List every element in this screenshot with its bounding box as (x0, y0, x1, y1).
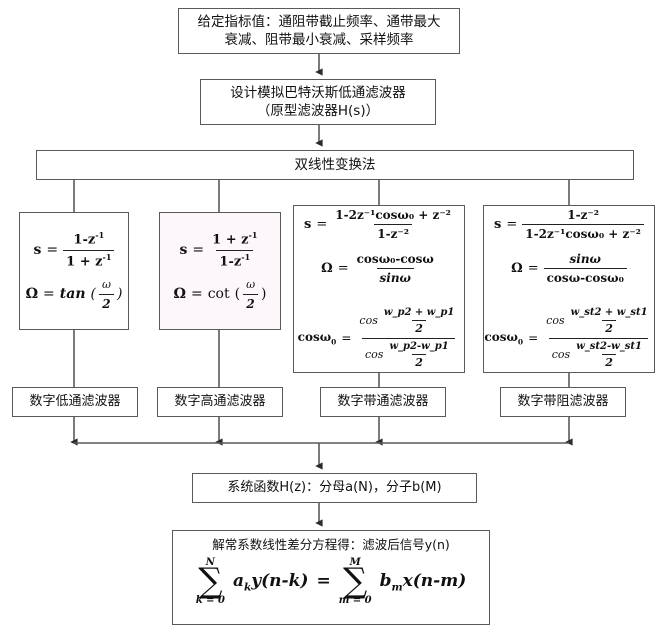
bilinear-label: 双线性变换法 (294, 156, 376, 173)
bs-cos-den-top: w_st2-w_st1 (576, 340, 642, 352)
spec-line-1: 给定指标值：通阻带截止频率、通带最大 (197, 13, 441, 30)
bs-cos-lhs-sub: 0 (517, 337, 524, 347)
lp-omega-num: ω (101, 277, 111, 291)
equals-sign-bp: = (316, 216, 328, 232)
lhs-coef-sub: k (243, 580, 252, 593)
bp-omega-num: cosω₀-cosω (356, 252, 434, 267)
lowpass-transform-box: s = 1-z-1 1 + z-1 Ω = tan( ω 2 ) (19, 212, 129, 330)
equals-sign-bs: = (506, 216, 518, 232)
summation-left: N ∑ k = 0 (195, 556, 225, 606)
lhs-term: aky(n-k) (233, 570, 308, 595)
bs-cos-den-bot: 2 (602, 354, 616, 371)
equals-sign-bp3: = (341, 331, 352, 346)
lp-s-num-exp: -1 (95, 230, 105, 241)
given-specifications-box: 给定指标值：通阻带截止频率、通带最大 衰减、阻带最小衰减、采样频率 (178, 8, 460, 54)
spec-line-2: 衰减、阻带最小衰减、采样频率 (224, 32, 414, 48)
bs-cos-top-fn: cos (546, 313, 565, 327)
rhs-expr: x(n-m) (402, 570, 467, 591)
sigma-glyph-right: ∑ (342, 560, 368, 601)
highpass-transform-box: s = 1 + z-1 1-z-1 Ω = cot( ω 2 ) (159, 212, 281, 330)
symbol-s-bp: s (304, 216, 312, 232)
bp-cos-num-bot: 2 (412, 320, 426, 337)
hp-s-num-exp: -1 (248, 230, 258, 241)
bp-cos-bot-fn: cos (365, 348, 384, 362)
symbol-s-hp: s (179, 242, 188, 259)
symbol-omega-hp: Ω (173, 286, 186, 303)
hp-s-num: 1 + z (212, 232, 249, 248)
difference-equation-formula: N ∑ k = 0 aky(n-k) = M ∑ m = 0 bmx(n-m) (195, 556, 467, 606)
system-function-box: 系统函数H(z)：分母a(N)，分子b(M) (192, 473, 477, 503)
sum-left-upper: N (205, 556, 215, 568)
sum-right-lower: m = 0 (338, 594, 372, 606)
bp-cos-top-fn: cos (359, 313, 378, 327)
lp-s-den-exp: -1 (102, 251, 112, 262)
equals-sign-bs3: = (528, 331, 539, 346)
equals-sign-hp: = (192, 242, 205, 259)
bp-cos-lhs: cosω (297, 330, 332, 345)
digital-bandstop-filter-box: 数字带阻滤波器 (500, 387, 626, 417)
bp-cos-lhs-sub: 0 (331, 337, 337, 347)
hp-s-den: 1-z (219, 254, 242, 270)
lp-s-num: 1-z (73, 232, 96, 248)
bs-s-num: 1-z⁻² (567, 207, 599, 222)
hp-omega-fn: cot (207, 286, 230, 303)
sigma-glyph-left: ∑ (198, 560, 223, 601)
digital-highpass-label: 数字高通滤波器 (174, 394, 266, 410)
bp-s-den: 1-z⁻² (374, 223, 412, 242)
system-function-label: 系统函数H(z)：分母a(N)，分子b(M) (227, 480, 442, 496)
analog-prototype-box: 设计模拟巴特沃斯低通滤波器 （原型滤波器H(s)） (200, 79, 436, 125)
digital-highpass-filter-box: 数字高通滤波器 (157, 387, 283, 417)
digital-lowpass-label: 数字低通滤波器 (29, 394, 121, 410)
symbol-omega: Ω (25, 286, 39, 303)
bs-cos-lhs: cosω (484, 330, 518, 345)
symbol-s: s (33, 242, 42, 259)
digital-bandpass-label: 数字带通滤波器 (337, 394, 429, 410)
hp-s-den-exp: -1 (241, 251, 251, 262)
equation-equals: = (316, 571, 331, 592)
bs-cos-bot-fn: cos (551, 348, 571, 362)
bp-cos-num-top: w_p2 + w_p1 (383, 306, 455, 318)
bp-omega-den: sinω (376, 268, 414, 286)
bp-s-num: 1-2z⁻¹cosω₀ + z⁻² (335, 207, 451, 222)
equals-sign-bs2: = (527, 261, 539, 277)
rhs-coef: b (379, 570, 392, 591)
bs-cos-num-bot: 2 (602, 320, 616, 337)
prototype-line-1: 设计模拟巴特沃斯低通滤波器 (230, 84, 406, 101)
equals-sign-bp2: = (337, 261, 349, 277)
lp-s-den: 1 + z (66, 254, 103, 270)
rhs-term: bmx(n-m) (380, 570, 467, 595)
bs-omega-den: cosω-cosω₀ (543, 268, 627, 286)
lhs-expr: y(n-k) (251, 570, 309, 591)
difference-equation-box: 解常系数线性差分方程得：滤波后信号y(n) N ∑ k = 0 aky(n-k)… (172, 530, 490, 625)
bp-cos-den-bot: 2 (412, 354, 426, 371)
digital-bandstop-label: 数字带阻滤波器 (517, 394, 609, 410)
lp-omega-den: 2 (99, 293, 114, 312)
bs-s-den: 1-2z⁻¹cosω₀ + z⁻² (522, 223, 644, 242)
sum-left-lower: k = 0 (195, 594, 225, 606)
bilinear-transform-bar: 双线性变换法 (36, 150, 634, 180)
symbol-omega-bp: Ω (321, 261, 333, 277)
symbol-s-bs: s (494, 216, 502, 232)
equals-sign-2: = (43, 286, 55, 303)
hp-omega-den: 2 (243, 293, 258, 312)
lhs-coef: a (232, 570, 244, 591)
bs-omega-num: sinω (569, 252, 601, 267)
digital-bandpass-filter-box: 数字带通滤波器 (320, 387, 446, 417)
equals-sign-hp2: = (190, 286, 203, 303)
bandstop-transform-box: s = 1-z⁻² 1-2z⁻¹cosω₀ + z⁻² Ω = sinω cos… (483, 205, 655, 373)
difference-equation-caption: 解常系数线性差分方程得：滤波后信号y(n) (212, 537, 450, 552)
bandpass-transform-box: s = 1-2z⁻¹cosω₀ + z⁻² 1-z⁻² Ω = cosω₀-co… (293, 205, 465, 373)
rhs-coef-sub: m (391, 580, 403, 593)
bp-cos-den-top: w_p2-w_p1 (389, 340, 449, 352)
digital-lowpass-filter-box: 数字低通滤波器 (12, 387, 138, 417)
hp-omega-num: ω (246, 277, 256, 291)
lp-omega-fn: tan (59, 286, 86, 303)
sum-right-upper: M (349, 556, 361, 568)
prototype-line-2: （原型滤波器H(s)） (256, 103, 380, 119)
equals-sign: = (46, 242, 59, 259)
symbol-omega-bs: Ω (511, 261, 523, 277)
bs-cos-num-top: w_st2 + w_st1 (570, 306, 648, 318)
summation-right: M ∑ m = 0 (338, 556, 372, 606)
